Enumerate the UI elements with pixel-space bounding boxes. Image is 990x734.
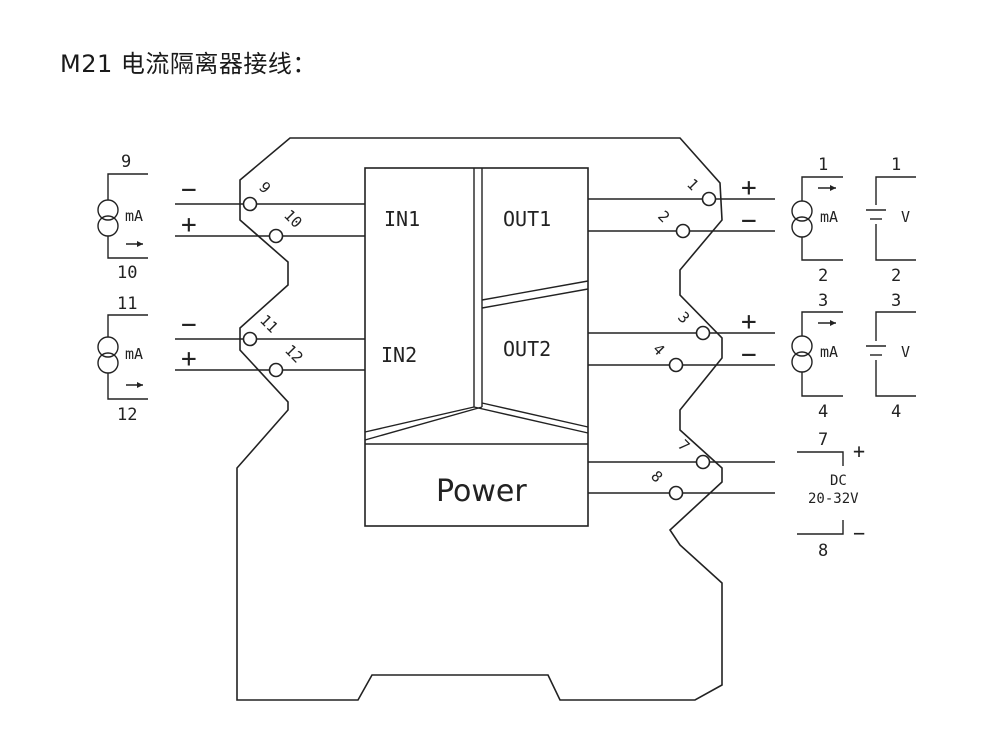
module-box: [364, 167, 589, 527]
supply-type: DC: [830, 473, 847, 489]
in2-plus: +: [181, 344, 197, 374]
output1-voltage-unit: V: [901, 208, 910, 226]
terminal-3[interactable]: [695, 325, 711, 341]
terminal-9[interactable]: [242, 196, 258, 212]
output1-current-meter-icon: [791, 176, 843, 261]
output1-voltage-bottom-label: 2: [891, 266, 901, 286]
output2-voltage-bottom-label: 4: [891, 402, 901, 422]
output2-current-bottom-label: 4: [818, 402, 828, 422]
out2-minus: −: [741, 340, 757, 370]
output2-current-unit: mA: [820, 343, 838, 361]
terminal-8[interactable]: [668, 485, 684, 501]
terminal-7[interactable]: [695, 454, 711, 470]
output1-voltage-top-label: 1: [891, 155, 901, 175]
input-wires: [175, 203, 365, 371]
output1-current-unit: mA: [820, 208, 838, 226]
terminal-8-label: 8: [647, 467, 666, 486]
supply-plus: +: [853, 439, 865, 463]
out1-minus: −: [741, 206, 757, 236]
input1-unit: mA: [125, 207, 143, 225]
out1-plus: +: [741, 173, 757, 203]
input2-bottom-label: 12: [117, 405, 137, 425]
enclosure-outline: [236, 137, 723, 701]
output2-current-top-label: 3: [818, 291, 828, 311]
terminal-4-label: 4: [649, 340, 668, 359]
in1-label: IN1: [384, 207, 420, 231]
output1-voltage-meter-icon: [866, 176, 916, 261]
terminal-11[interactable]: [242, 331, 258, 347]
input2-unit: mA: [125, 345, 143, 363]
output2-voltage-top-label: 3: [891, 291, 901, 311]
in1-minus: −: [181, 175, 197, 205]
out2-label: OUT2: [503, 337, 551, 361]
input2-top-label: 11: [117, 294, 137, 314]
supply-minus: −: [853, 521, 865, 545]
terminal-9-label: 9: [255, 178, 274, 197]
in2-label: IN2: [381, 343, 417, 367]
in2-minus: −: [181, 310, 197, 340]
supply-bottom-label: 8: [818, 541, 828, 561]
input1-bottom-label: 10: [117, 263, 137, 283]
input1-current-source-icon: [97, 173, 148, 259]
input2-current-source-icon: [97, 314, 148, 400]
terminal-2-label: 2: [654, 207, 673, 226]
terminal-4[interactable]: [668, 357, 684, 373]
in1-plus: +: [181, 210, 197, 240]
dc-supply-icon: [797, 451, 844, 535]
terminal-3-label: 3: [674, 308, 693, 327]
terminal-1[interactable]: [701, 191, 717, 207]
power-label: Power: [436, 474, 527, 509]
output1-current-bottom-label: 2: [818, 266, 828, 286]
terminal-11-label: 11: [256, 311, 282, 337]
page-title: M21 电流隔离器接线：: [60, 50, 317, 78]
supply-range: 20-32V: [808, 491, 859, 507]
output2-voltage-unit: V: [901, 343, 910, 361]
out2-plus: +: [741, 307, 757, 337]
terminal-7-label: 7: [674, 436, 693, 455]
terminal-12[interactable]: [268, 362, 284, 378]
terminal-10[interactable]: [268, 228, 284, 244]
input1-top-label: 9: [121, 152, 131, 172]
terminal-2[interactable]: [675, 223, 691, 239]
supply-top-label: 7: [818, 430, 828, 450]
output2-voltage-meter-icon: [866, 311, 916, 397]
output1-current-top-label: 1: [818, 155, 828, 175]
terminal-1-label: 1: [683, 175, 702, 194]
output2-current-meter-icon: [791, 311, 843, 397]
terminal-12-label: 12: [281, 341, 307, 367]
terminal-10-label: 10: [280, 206, 306, 232]
out1-label: OUT1: [503, 207, 551, 231]
